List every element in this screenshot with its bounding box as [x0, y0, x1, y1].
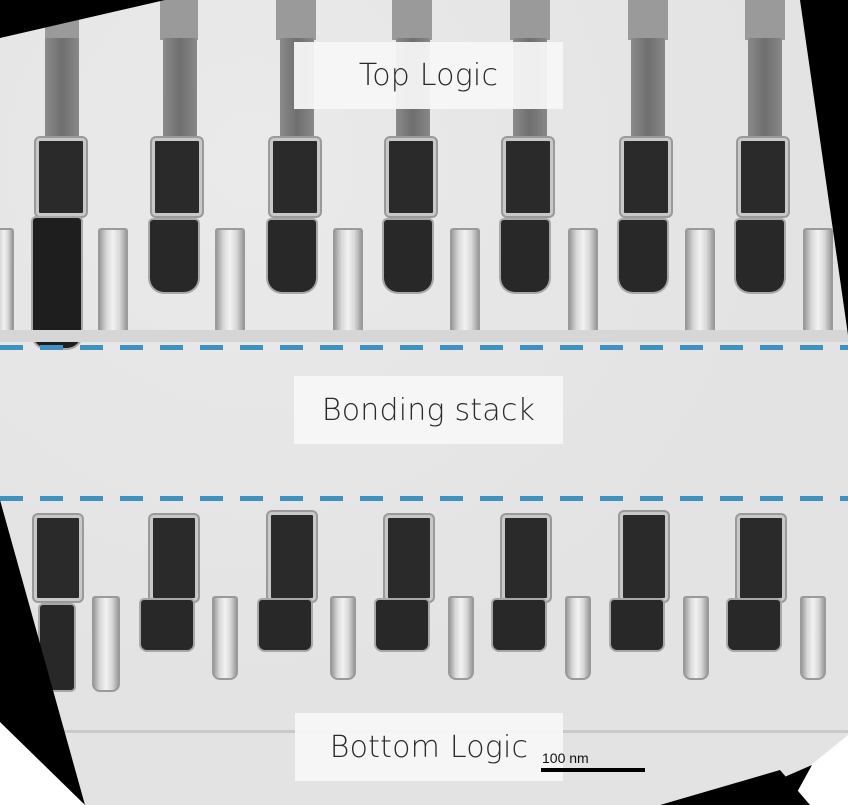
scale-bar-label: 100 nm [542, 750, 589, 766]
top-fin [333, 228, 363, 340]
bottom-logic-label: Bottom Logic [295, 713, 563, 781]
scale-bar [541, 768, 645, 772]
bottom-fin [800, 596, 826, 680]
bottom-fin [448, 596, 474, 680]
top-fin [803, 228, 833, 340]
bottom-fin [330, 596, 356, 680]
bonding-upper-dashed-line [0, 345, 848, 350]
top-fin [685, 228, 715, 340]
bonding-lower-dashed-line [0, 496, 848, 501]
bonding-stack-label: Bonding stack [294, 376, 563, 444]
top-logic-layer [0, 0, 848, 348]
top-fin [450, 228, 480, 340]
top-fin [98, 228, 128, 340]
bottom-logic-layer [0, 500, 848, 730]
top-logic-label: Top Logic [294, 42, 563, 109]
bottom-fin [212, 596, 238, 680]
bottom-fin [683, 596, 709, 680]
bottom-fin [92, 596, 120, 692]
top-shelf [0, 330, 848, 342]
bottom-fin [565, 596, 591, 680]
top-fin [215, 228, 245, 340]
